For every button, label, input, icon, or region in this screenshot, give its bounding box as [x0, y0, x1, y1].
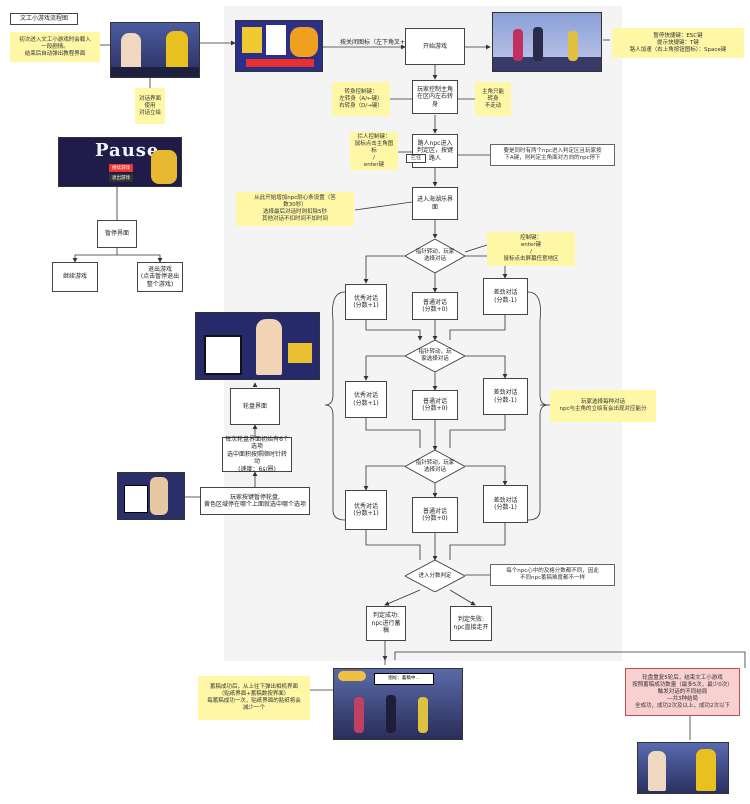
node-continue: 继续游戏 [52, 262, 98, 292]
poster-title: Pause [95, 140, 160, 161]
note-success: 蓄稿成功后，从上往下弹出相机界面 （贴纸界面+蓄稿数按界面） 每蓄稿成功一次，贴… [198, 676, 310, 720]
node-start: 开始游戏 [405, 28, 465, 65]
node-excellent-2: 优秀对话 (分数+1) [345, 381, 387, 418]
node-normal-2: 普通对话 (分数+0) [412, 390, 458, 420]
node-enter-ui: 进入海湖乐界 面 [412, 187, 458, 220]
intro-scene-image [110, 22, 200, 78]
node-npc-enter-tag: 拦住 [406, 154, 426, 163]
wheel-scene-image [195, 312, 320, 380]
node-normal-3: 普通对话 (分数+0) [412, 497, 458, 533]
node-wheel-ui: 轮盘界面 [230, 388, 280, 425]
decision-score-label: 进入分数判定 [418, 572, 452, 579]
pause-poster-image: Pause 继续游戏 退出游戏 [58, 137, 182, 187]
node-bad-1: 差劲对话 (分数-1) [483, 278, 528, 315]
page-title: 文工小游戏流程图 [10, 13, 78, 25]
node-pause-ui: 暂停界面 [97, 220, 137, 248]
note-end-rules: 轮盘重复5轮后，结束文工小游戏 按照蓄稿成功数量（最多5次，最少0次） 触发对话… [625, 668, 740, 716]
node-player-ctrl: 玩家控制主角 在区内左右转 身 [412, 80, 458, 114]
node-wheel-desc: 每次轮盘界面初始有6个 选项 选中面积按照顺时针转动 (速度：6s/圈) [222, 436, 292, 473]
comic-caption: 图标：蓄稿中... [374, 673, 434, 685]
decision-score: 进入分数判定 [405, 560, 465, 592]
tutorial-image [235, 20, 323, 72]
edge-label-close-tutorial: 按关闭图标（左下角叉+） [340, 39, 412, 46]
note-turn-keys: 转身控制键： 左转身（A/←键） 右转身（D/→键） [332, 82, 390, 116]
street-scene-image [492, 12, 602, 72]
wheel-stop-image [117, 472, 185, 520]
poster-continue-button: 继续游戏 [109, 164, 133, 172]
success-scene-image: 图标：蓄稿中... [333, 668, 463, 740]
node-bad-3: 差劲对话 (分数-1) [483, 485, 528, 523]
note-protagonist: 主角只能 转身 不走动 [475, 82, 511, 116]
decision-2: 指针转动，玩 家选择对话 [405, 340, 465, 372]
decision-2-label: 指针转动，玩 家选择对话 [418, 349, 452, 362]
node-excellent-3: 优秀对话 (分数+1) [345, 490, 387, 530]
note-timer: 从此开始增加npc耐心条设置（答 数30秒） 选择最后对话时则扣除5秒 其他对话… [236, 192, 354, 226]
node-exit: 退出游戏 (点击暂停退出 整个游戏) [137, 262, 183, 292]
decision-3: 指针转动，玩家 选择对话 [405, 450, 465, 483]
note-dialog-part: 玩家选择每种对话 npc与主角的立绘有会出现对应能分 [550, 390, 656, 422]
note-intro: 初次进入文工小游戏时会载入 一段剧情。 结束后自动弹出教程界面 [10, 32, 100, 62]
note-multi-npc: 要是同时有两个npc进入判定区且玩家按 下A键，则判定主角面对方向的npc停下 [490, 144, 615, 166]
note-pause-hotkeys: 暂停快捷键：ESC键 提示快捷键：T键 路人加速（右上角按钮图标）：Space键 [612, 28, 744, 58]
note-score-diff: 每个npc心中的及格分数都不同，因此 不同npc蓄稿难度都不一样 [490, 564, 615, 586]
note-dialog-ui: 对话界面 使用 对话立绘 [135, 88, 165, 124]
node-wheel-stop: 玩家按键暂停轮盘, 黄色区域停在哪个上面就选中哪个选项 [200, 487, 310, 515]
node-bad-2: 差劲对话 (分数-1) [483, 378, 528, 415]
node-success: 判定成功: npc进行蓄稿 [366, 606, 406, 641]
node-excellent-1: 优秀对话 (分数+1) [345, 284, 387, 320]
poster-exit-button: 退出游戏 [109, 174, 133, 182]
node-normal-1: 普通对话 (分数+0) [412, 292, 458, 320]
note-ctrl-keys: 控制键： enter键 / 鼠标点击屏幕任意地区 [487, 232, 575, 266]
decision-1: 指针转动，玩家 选择对话 [405, 239, 465, 273]
ending-scene-image [637, 742, 729, 794]
note-stop-keys: 拦人控制键： 鼠标点击主角图标 / enter键 [350, 132, 398, 170]
node-npc-enter: 路人npc进入 判定区，按键 路人 [412, 134, 458, 168]
decision-1-label: 指针转动，玩家 选择对话 [415, 249, 455, 262]
node-fail: 判定失败: npc直接走开 [450, 606, 492, 641]
decision-3-label: 指针转动，玩家 选择对话 [415, 459, 455, 473]
